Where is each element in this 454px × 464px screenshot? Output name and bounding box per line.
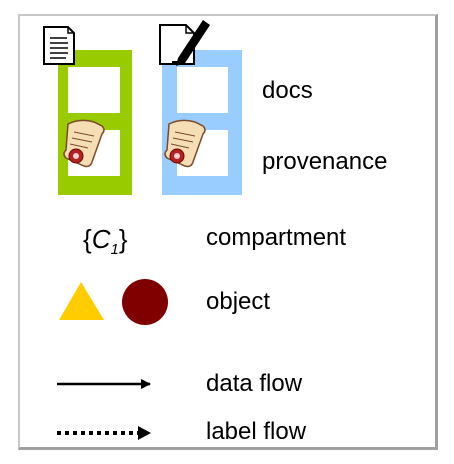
object-circle [122, 279, 168, 325]
legend-frame [18, 14, 438, 450]
compartment-label: compartment [206, 224, 347, 251]
object-triangle [59, 282, 104, 320]
data-flow-label: data flow [206, 370, 303, 397]
green-record-box [58, 50, 132, 195]
document-icon [43, 26, 75, 65]
certificate-scroll-icon [63, 119, 105, 168]
document-pen-icon [159, 20, 210, 66]
object-label: object [206, 288, 271, 315]
docs-label: docs [262, 77, 313, 104]
certificate-scroll-icon [164, 119, 206, 168]
compartment-symbol: {C1} [83, 224, 128, 258]
label-flow-arrowhead [138, 426, 151, 440]
provenance-label: provenance [262, 148, 388, 175]
label-flow-label: label flow [206, 418, 307, 445]
